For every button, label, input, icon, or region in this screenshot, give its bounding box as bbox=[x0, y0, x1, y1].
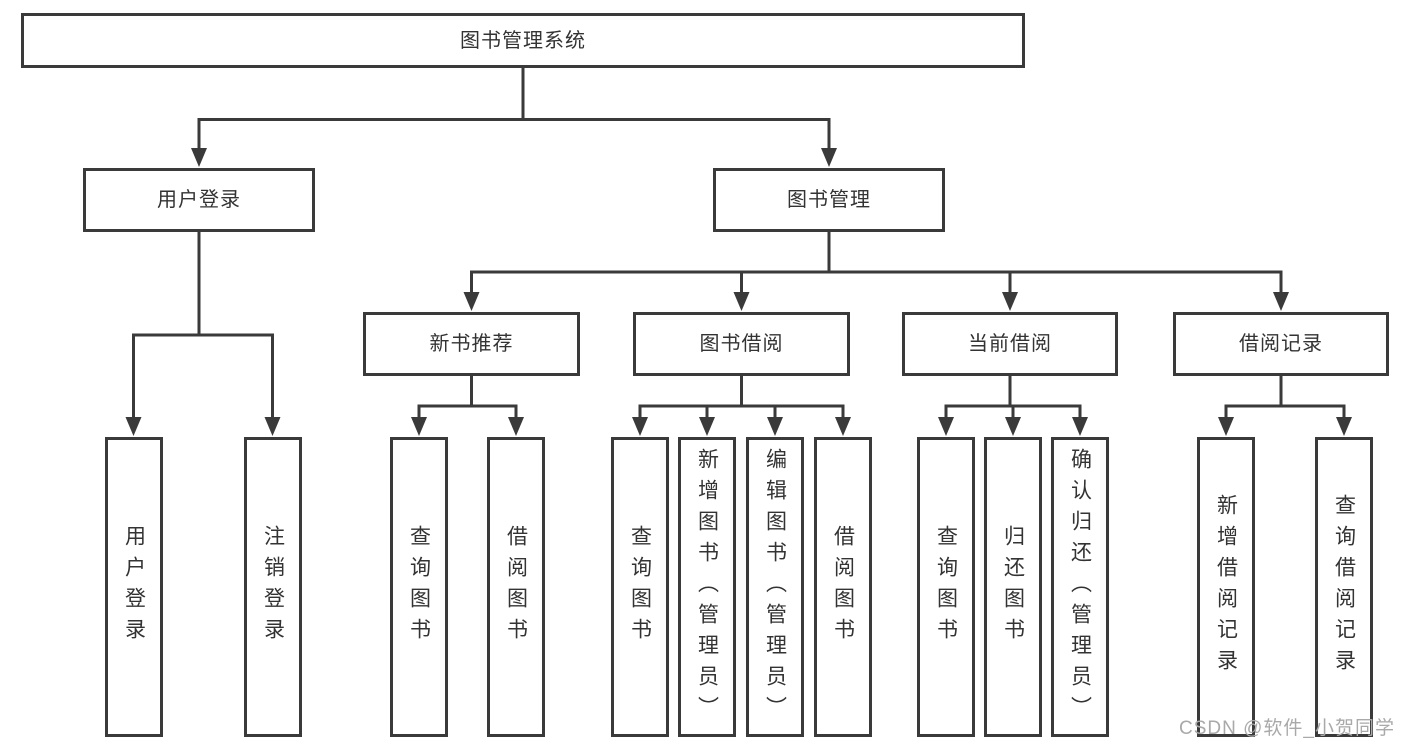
book-management-connectors bbox=[470, 232, 1283, 294]
leaf-add-books-admin: 新增图书（管理员） bbox=[678, 437, 736, 737]
node-label: 新书推荐 bbox=[429, 333, 514, 355]
node-label: 查询图书 bbox=[628, 525, 652, 649]
node-label: 查询图书 bbox=[934, 525, 958, 649]
level3-connectors bbox=[417, 376, 1346, 419]
leaf-confirm-return-admin: 确认归还（管理员） bbox=[1051, 437, 1109, 737]
node-label: 归还图书 bbox=[1001, 525, 1025, 649]
node-label: 查询借阅记录 bbox=[1332, 494, 1356, 680]
node-label: 查询图书 bbox=[407, 525, 431, 649]
leaf-query-books-current: 查询图书 bbox=[917, 437, 975, 737]
node-label: 图书借阅 bbox=[699, 333, 784, 355]
node-label: 借阅图书 bbox=[504, 525, 528, 649]
node-label: 确认归还（管理员） bbox=[1068, 447, 1092, 727]
leaf-edit-books-admin: 编辑图书（管理员） bbox=[746, 437, 804, 737]
leaf-query-borrow-record: 查询借阅记录 bbox=[1315, 437, 1373, 737]
node-label: 注销登录 bbox=[261, 525, 285, 649]
root-connectors bbox=[197, 68, 831, 150]
node-borrowing-records: 借阅记录 bbox=[1173, 312, 1389, 376]
leaf-user-login: 用户登录 bbox=[105, 437, 163, 737]
node-label: 编辑图书（管理员） bbox=[763, 447, 787, 727]
node-label: 用户登录 bbox=[157, 189, 241, 211]
leaf-query-books-borrowing: 查询图书 bbox=[611, 437, 669, 737]
user-login-connectors bbox=[132, 232, 274, 419]
node-library-management-system: 图书管理系统 bbox=[21, 13, 1025, 68]
node-label: 图书管理系统 bbox=[460, 29, 586, 52]
node-label: 借阅记录 bbox=[1239, 333, 1323, 355]
node-label: 新增图书（管理员） bbox=[695, 447, 719, 727]
node-label: 图书管理 bbox=[787, 189, 871, 211]
leaf-borrow-books-recommend: 借阅图书 bbox=[487, 437, 545, 737]
node-label: 新增借阅记录 bbox=[1214, 494, 1238, 680]
leaf-logout: 注销登录 bbox=[244, 437, 302, 737]
node-book-management: 图书管理 bbox=[713, 168, 945, 232]
leaf-borrow-books: 借阅图书 bbox=[814, 437, 872, 737]
node-user-login: 用户登录 bbox=[83, 168, 315, 232]
node-label: 当前借阅 bbox=[968, 333, 1052, 355]
node-label: 用户登录 bbox=[122, 525, 146, 649]
node-label: 借阅图书 bbox=[831, 525, 855, 649]
node-new-book-recommend: 新书推荐 bbox=[363, 312, 580, 376]
node-book-borrowing: 图书借阅 bbox=[633, 312, 850, 376]
leaf-add-borrow-record: 新增借阅记录 bbox=[1197, 437, 1255, 737]
leaf-return-books: 归还图书 bbox=[984, 437, 1042, 737]
leaf-query-books-recommend: 查询图书 bbox=[390, 437, 448, 737]
csdn-watermark: CSDN @软件_小贺同学 bbox=[1179, 718, 1395, 739]
node-current-borrowing: 当前借阅 bbox=[902, 312, 1118, 376]
